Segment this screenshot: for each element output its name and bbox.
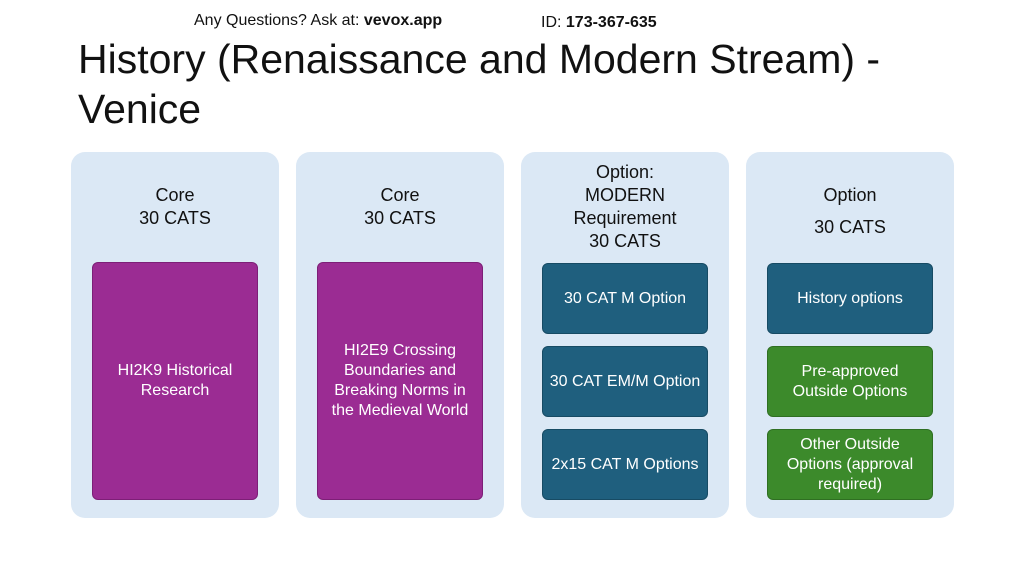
- option-box-30cat-em-m: 30 CAT EM/M Option: [542, 346, 708, 417]
- column-heading: Core 30 CATS: [296, 184, 504, 230]
- option-label: 30 CAT M Option: [563, 289, 687, 307]
- heading-line: Core: [380, 185, 420, 205]
- title-line-2: Venice: [78, 86, 202, 132]
- question-prompt: Any Questions? Ask at: vevox.app: [194, 12, 442, 30]
- heading-line: Option: [823, 185, 877, 205]
- column-option: Option 30 CATS History options Pre-appro…: [746, 152, 954, 518]
- column-modern-option: Option: MODERN Requirement 30 CATS 30 CA…: [521, 152, 729, 518]
- heading-line: 30 CATS: [139, 208, 211, 228]
- heading-line: MODERN: [585, 185, 665, 205]
- heading-line: 30 CATS: [814, 217, 886, 237]
- option-box-30cat-m: 30 CAT M Option: [542, 263, 708, 334]
- module-box-hi2e9: HI2E9 Crossing Boundaries and Breaking N…: [317, 262, 483, 500]
- option-box-history-options: History options: [767, 263, 933, 334]
- heading-line: Option:: [595, 162, 655, 182]
- heading-line: 30 CATS: [364, 208, 436, 228]
- column-heading: Option 30 CATS: [746, 179, 954, 243]
- option-box-2x15cat-m: 2x15 CAT M Options: [542, 429, 708, 500]
- header-bar: Any Questions? Ask at: vevox.app ID: 173…: [0, 12, 1024, 36]
- column-heading: Option: MODERN Requirement 30 CATS: [521, 161, 729, 253]
- module-label: HI2K9 Historical Research: [117, 362, 233, 399]
- page-title: History (Renaissance and Modern Stream) …: [78, 34, 978, 134]
- heading-line: Requirement: [573, 208, 677, 228]
- option-box-other-outside: Other Outside Options (approval required…: [767, 429, 933, 500]
- column-core-2: Core 30 CATS HI2E9 Crossing Boundaries a…: [296, 152, 504, 518]
- column-core-1: Core 30 CATS HI2K9 Historical Research: [71, 152, 279, 518]
- option-label: Other Outside Options (approval required…: [786, 435, 914, 493]
- module-label: HI2E9 Crossing Boundaries and Breaking N…: [331, 342, 469, 419]
- session-id: ID: 173-367-635: [541, 14, 657, 32]
- heading-line: Core: [155, 185, 195, 205]
- option-label: 2x15 CAT M Options: [551, 455, 699, 473]
- title-line-1: History (Renaissance and Modern Stream) …: [78, 36, 881, 82]
- option-label: Pre-approved Outside Options: [792, 362, 908, 400]
- question-prefix: Any Questions? Ask at:: [194, 12, 364, 29]
- option-label: 30 CAT EM/M Option: [549, 372, 701, 390]
- module-box-hi2k9: HI2K9 Historical Research: [92, 262, 258, 500]
- vevox-link[interactable]: vevox.app: [363, 12, 443, 29]
- column-heading: Core 30 CATS: [71, 184, 279, 230]
- heading-line: 30 CATS: [589, 231, 661, 251]
- option-box-pre-approved-outside: Pre-approved Outside Options: [767, 346, 933, 417]
- id-value: 173-367-635: [565, 14, 657, 31]
- option-label: History options: [797, 289, 903, 307]
- id-prefix: ID:: [541, 14, 566, 31]
